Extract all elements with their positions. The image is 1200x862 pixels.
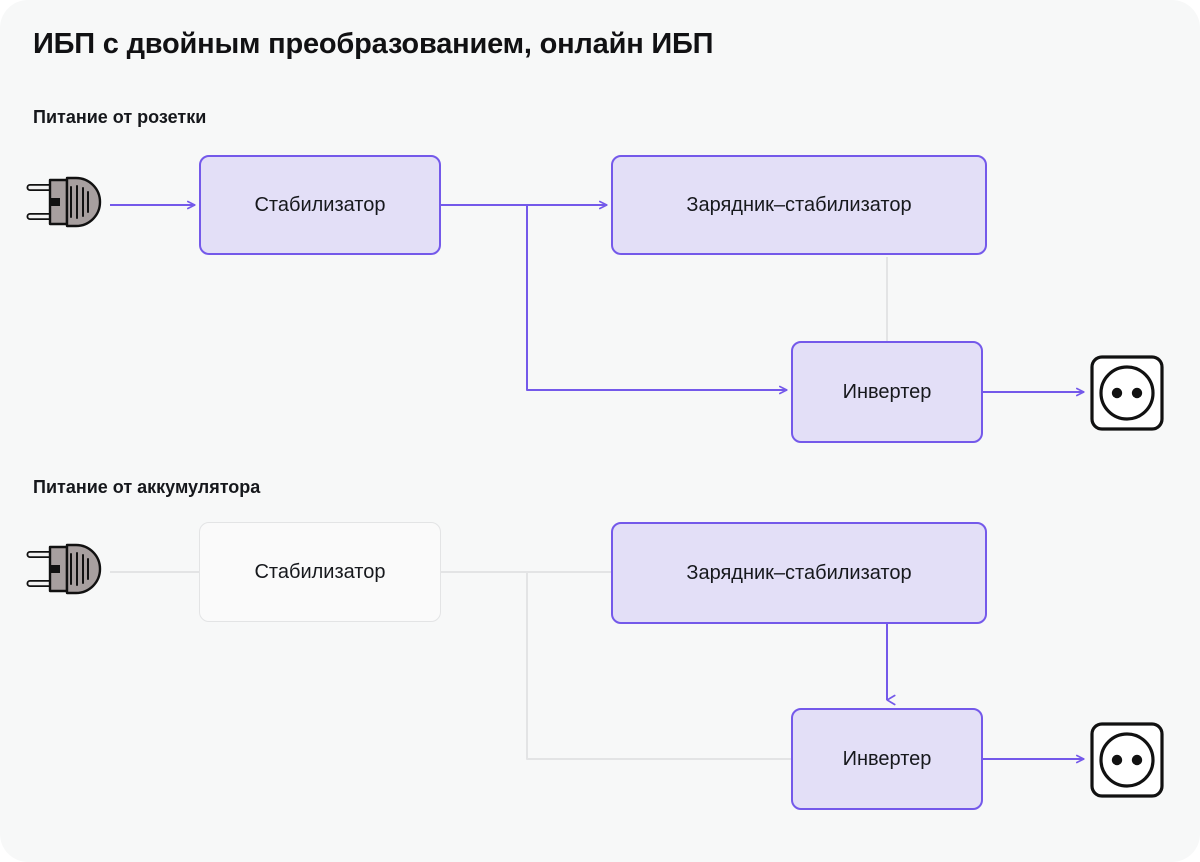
plug-icon bbox=[26, 176, 102, 228]
section-label-mains: Питание от розетки bbox=[33, 107, 207, 127]
outlet-icon bbox=[1090, 722, 1164, 798]
node-stabilizer-battery[interactable]: Стабилизатор bbox=[199, 522, 441, 622]
edge-stabilizer-to-inverter-mains bbox=[526, 205, 788, 395]
outlet-icon bbox=[1090, 355, 1164, 431]
section-label-battery: Питание от аккумулятора bbox=[33, 477, 261, 497]
node-inverter-mains[interactable]: Инвертер bbox=[791, 341, 983, 443]
plug-icon bbox=[26, 543, 102, 595]
page-title: ИБП с двойным преобразованием, онлайн ИБ… bbox=[33, 28, 714, 60]
node-charger-battery[interactable]: Зарядник–стабилизатор bbox=[611, 522, 987, 624]
node-charger-mains[interactable]: Зарядник–стабилизатор bbox=[611, 155, 987, 255]
node-stabilizer-mains[interactable]: Стабилизатор bbox=[199, 155, 441, 255]
node-inverter-battery[interactable]: Инвертер bbox=[791, 708, 983, 810]
edge-stabilizer-to-inverter-battery bbox=[526, 572, 791, 760]
